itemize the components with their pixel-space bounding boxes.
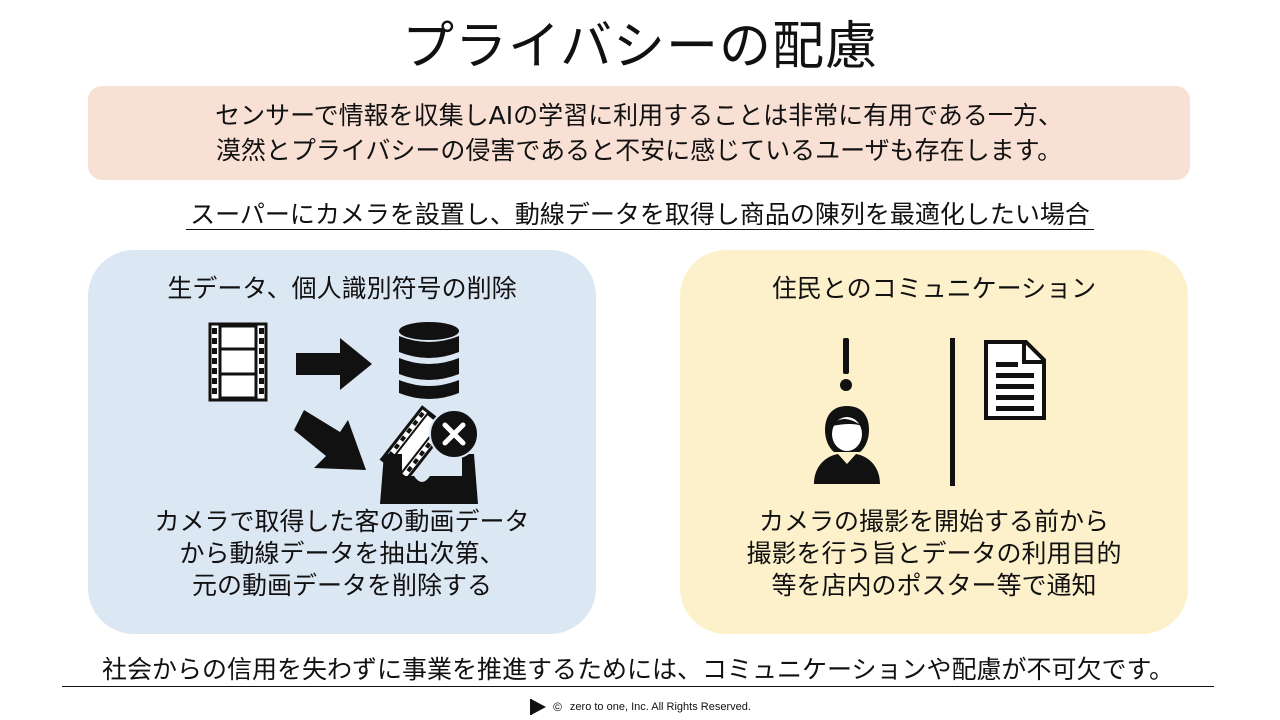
intro-line-2: 漠然とプライバシーの侵害であると不安に感じているユーザも存在します。 [215,136,1063,165]
left-panel-title: 生データ、個人識別符号の削除 [167,274,517,303]
footer-underline [62,686,1214,687]
film-icon [208,322,268,402]
scenario-heading: スーパーにカメラを設置し、動線データを取得し商品の陳列を最適化したい場合 [0,198,1280,232]
page-title: プライバシーの配慮 [402,17,878,77]
exclamation-icon [840,338,852,391]
right-panel-divider [950,338,955,486]
play-logo-icon [530,699,547,715]
left-desc-line-1: カメラで取得した客の動画データ [154,507,530,536]
arrow-right-icon [296,338,372,390]
right-panel-title: 住民とのコミュニケーション [771,274,1097,303]
copyright-text: zero to one, Inc. All Rights Reserved. [569,701,751,713]
left-desc-line-3: 元の動画データを削除する [191,571,492,600]
copyright-bar: © zero to one, Inc. All Rights Reserved. [0,698,1280,716]
delete-x-icon [429,409,479,459]
copyright-symbol: © [553,700,562,714]
left-panel: 生データ、個人識別符号の削除 [88,250,596,634]
right-desc-line-2: 撮影を行う旨とデータの利用目的 [746,539,1122,568]
right-panel: 住民とのコミュニケーション [680,250,1188,634]
scenario-text: スーパーにカメラを設置し、動線データを取得し商品の陳列を最適化したい場合 [186,200,1094,230]
right-desc-line-3: 等を店内のポスター等で通知 [771,571,1097,600]
person-icon [814,406,880,484]
right-desc-line-1: カメラの撮影を開始する前から [758,507,1109,536]
arrow-down-right-icon [294,410,366,470]
left-desc-line-2: から動線データを抽出次第、 [179,539,505,568]
right-panel-description: カメラの撮影を開始する前から 撮影を行う旨とデータの利用目的 等を店内のポスター… [680,506,1188,602]
document-icon [984,340,1046,420]
database-icon [399,322,459,399]
left-panel-description: カメラで取得した客の動画データ から動線データを抽出次第、 元の動画データを削除… [88,506,596,602]
footer-message: 社会からの信用を失わずに事業を推進するためには、コミュニケーションや配慮が不可欠… [101,655,1174,684]
intro-line-1: センサーで情報を収集しAIの学習に利用することは非常に有用である一方、 [215,101,1063,130]
intro-box: センサーで情報を収集しAIの学習に利用することは非常に有用である一方、 漠然とプ… [88,86,1190,180]
